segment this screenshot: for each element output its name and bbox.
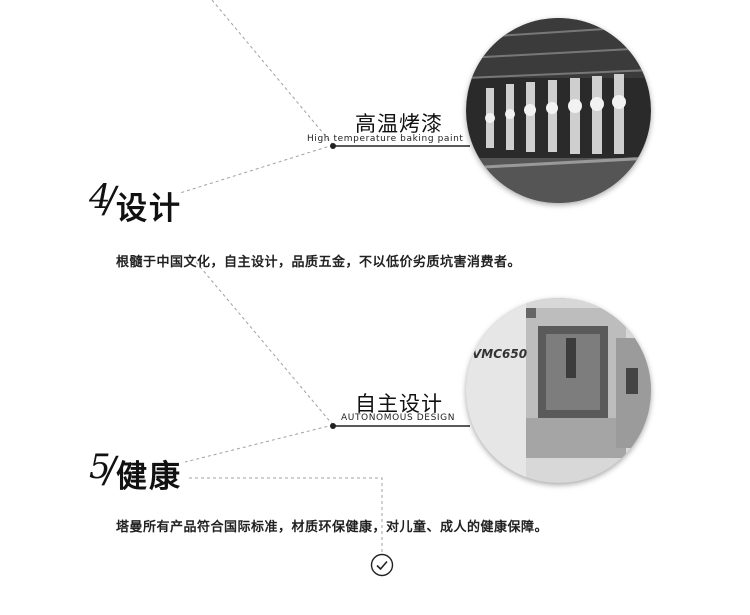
connector-dot xyxy=(330,423,336,429)
check-circle-icon xyxy=(370,553,394,577)
feature-title-en: High temperature baking paint xyxy=(307,134,464,144)
feature-title-en: AUTONOMOUS DESIGN xyxy=(341,413,456,423)
section-title: 健康 xyxy=(116,459,182,495)
feature-title-cn: 高温烤漆 xyxy=(355,112,443,136)
section-description: 根髓于中国文化，自主设计，品质五金，不以低价劣质坑害消费者。 xyxy=(116,255,522,270)
dashed-connector xyxy=(179,144,334,194)
connector-dot xyxy=(330,143,336,149)
dashed-connector xyxy=(189,477,383,552)
section-number: 4 xyxy=(89,177,111,217)
section-description: 塔曼所有产品符合国际标准，材质环保健康，对儿童、成人的健康保障。 xyxy=(116,520,549,535)
machine-label: VMC650 xyxy=(472,347,527,361)
feature-title-cn: 自主设计 xyxy=(355,392,443,416)
cnc-machine-photo: VMC650 xyxy=(466,298,651,483)
section-number: 5 xyxy=(89,447,111,487)
section-title: 设计 xyxy=(116,191,182,227)
dashed-connector xyxy=(195,261,334,426)
dashed-connector xyxy=(211,0,334,146)
paint-line-photo xyxy=(466,18,651,203)
dashed-connector xyxy=(184,424,334,463)
